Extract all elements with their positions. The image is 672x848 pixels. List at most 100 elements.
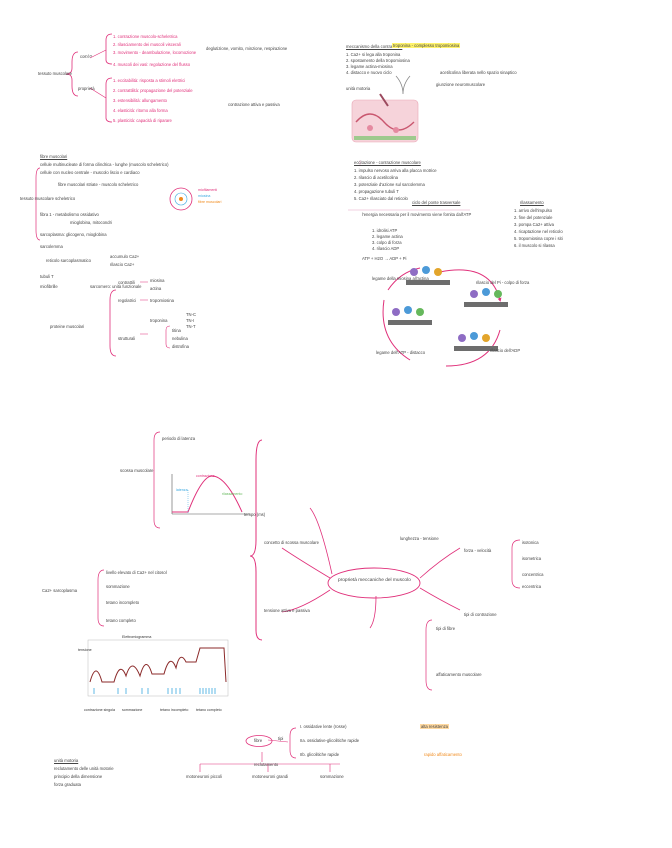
prop-item-3: 3. estensibilità: allungamento bbox=[113, 98, 168, 103]
what-item-3: 3. movimento - deambulazione, locomozion… bbox=[113, 50, 197, 55]
contraction-step-4: 4. distacco e nuovo ciclo bbox=[346, 70, 392, 75]
recruitment: reclutamento bbox=[254, 762, 279, 767]
what-item-2: 2. rilasciamento dei muscoli viscerali bbox=[113, 42, 181, 47]
prop-item-5: 5. plasticità: capacità di riparare bbox=[113, 118, 172, 123]
contraction-step-1: 1. Ca2+ si lega alla troponina bbox=[346, 52, 401, 57]
cycle-stage-4 bbox=[388, 306, 432, 325]
ec-step-4: 4. propagazione tubuli T bbox=[354, 189, 399, 194]
orange-note-1: alta resistenza bbox=[420, 724, 449, 729]
relax-item-4: 4. ricaptazione nel reticolo bbox=[514, 229, 563, 234]
side-note: acetilcolina liberata nello spazio sinap… bbox=[440, 70, 517, 75]
sarcoplasmic-reticulum: reticolo sarcoplasmatico bbox=[46, 258, 91, 263]
what-item-1: 1. contrazione muscolo-scheletrica bbox=[113, 34, 178, 39]
ca-note-3: tetano completo bbox=[106, 618, 136, 623]
legend-1: miofilamenti bbox=[198, 188, 218, 192]
neuron-icon bbox=[395, 75, 411, 95]
neuromuscular-junction-illustration bbox=[351, 93, 419, 143]
sr-note-1: accumulo Ca2+ bbox=[110, 254, 140, 259]
contractile: contrattili bbox=[118, 280, 135, 285]
prop-item-4: 4. elasticità: ritorno alla forma bbox=[113, 108, 168, 113]
contraction-step-2: 2. spostamento della tropomiosina bbox=[346, 58, 410, 63]
tropomyosin: tropomiosina bbox=[150, 298, 174, 303]
myosin: miosina bbox=[150, 278, 165, 283]
cycle-line-3: 2. legame actina bbox=[372, 234, 403, 239]
troponin-c: TN-C bbox=[186, 312, 197, 317]
what-aside: deglutizione, vomito, minzione, respiraz… bbox=[206, 46, 288, 51]
nebulin: nebulina bbox=[172, 336, 188, 341]
prop-item-2: 2. contrattilità: propagazione del poten… bbox=[113, 88, 193, 93]
dystrophin: distrofina bbox=[172, 344, 189, 349]
tipo-1: I. ossidative lente (rosse) bbox=[300, 724, 347, 729]
fiber-type-sub: mioglobina, mitocondri bbox=[70, 220, 112, 225]
ec-title: eccitazione - contrazione muscolare bbox=[354, 160, 421, 165]
cycle-line-1: l'energia necessaria per il movimento vi… bbox=[362, 212, 472, 217]
titin: titina bbox=[172, 328, 181, 333]
graph-label-contraction: contrazione bbox=[196, 474, 215, 478]
graph-time-axis: tempo (ms) bbox=[244, 512, 266, 517]
fatigue: affaticamento muscolare bbox=[436, 672, 482, 677]
tipo-2: IIa. ossidative-glicolitiche rapide bbox=[300, 738, 360, 743]
motor-unit-line-2: principio della dimensione bbox=[54, 774, 103, 779]
tipi-label: tipi bbox=[278, 736, 284, 741]
ec-step-2: 2. rilascio di acetilcolina bbox=[354, 175, 398, 180]
contraction-title: meccanismo della contrazione bbox=[346, 44, 403, 49]
legend-2: miosina bbox=[198, 194, 211, 198]
motor-unit: unità motoria bbox=[346, 86, 371, 91]
summation-label: sommazione bbox=[106, 584, 130, 589]
eccentric: eccentrica bbox=[522, 584, 542, 589]
relax-item-3: 3. pompa Ca2+ attiva bbox=[514, 222, 554, 227]
sr-note-2: rilascio Ca2+ bbox=[110, 262, 135, 267]
ec-step-5: 5. Ca2+ rilasciato dal reticolo bbox=[354, 196, 408, 201]
cycle-label-1: legame della miosina all'actina bbox=[372, 276, 429, 281]
cycle-label-3: rilascio dell'ADP bbox=[490, 348, 521, 353]
branch-what: cos'è? bbox=[80, 54, 92, 59]
ca-note-2: tetano incompleto bbox=[106, 600, 140, 605]
concentric: concentrica bbox=[522, 572, 544, 577]
contraction-highlight: troponina - complesso tropomiosina bbox=[392, 43, 461, 48]
motor-unit-line-3: forza graduata bbox=[54, 782, 82, 787]
center-node-oval bbox=[327, 567, 421, 599]
graph-label-latency: latenza bbox=[176, 488, 188, 492]
emg-label-4: tetano completo bbox=[196, 708, 222, 712]
fiber-cross-section-icon bbox=[169, 187, 193, 211]
emg-tension: tensione bbox=[78, 648, 92, 652]
center-node-label: proprietà meccaniche del muscolo bbox=[338, 578, 411, 583]
branch-properties: proprietà bbox=[78, 86, 95, 91]
graph-label-relaxation: rilassamento bbox=[222, 492, 243, 496]
relax-item-2: 2. fine del potenziale bbox=[514, 215, 553, 220]
cycle-title: ciclo del ponte trasversale bbox=[412, 200, 461, 205]
crossbridge-cycle-diagram bbox=[388, 266, 508, 351]
motor-unit-line-1: reclutamento delle unità motorie bbox=[54, 766, 114, 771]
myofibril-note: sarcomero: unità funzionale bbox=[90, 284, 142, 289]
emg-title: Elettromiogramma bbox=[122, 635, 152, 639]
twitch-graph bbox=[171, 474, 250, 515]
fibers-node: fibre bbox=[254, 738, 263, 743]
myofibrils: miofibrille bbox=[40, 284, 58, 289]
cycle-line-5: 4. rilascio ADP bbox=[372, 246, 400, 251]
sarcoplasm: sarcoplasma: glicogeno, mioglobina bbox=[40, 232, 107, 237]
cycle-stage-1 bbox=[406, 266, 450, 285]
striated-fibers: fibre muscolari striate - muscolo schele… bbox=[58, 182, 139, 187]
emg-label-2: sommazione bbox=[122, 708, 143, 712]
ec-step-3: 3. potenziale d'azione sul sarcolemma bbox=[354, 182, 425, 187]
ca-note-1: livello elevato di Ca2+ nel citosol bbox=[106, 570, 167, 575]
fibers-title: fibre muscolari bbox=[40, 154, 68, 159]
fiber-type: fibra 1 - metabolismo ossidativo bbox=[40, 212, 99, 217]
right-branch-2: forza - velocità bbox=[464, 548, 492, 553]
ec-step-1: 1. impulso nervoso arriva alla placca mo… bbox=[354, 168, 437, 173]
legend-3: fibre muscolari bbox=[198, 200, 222, 204]
center-left-1: concetto di scossa muscolare bbox=[264, 540, 319, 545]
orange-note-2: rapido affaticamento bbox=[424, 752, 462, 757]
relax-item-5: 5. tropomiosina copre i siti bbox=[514, 236, 563, 241]
troponin-t: TN-T bbox=[186, 324, 196, 329]
emg-label-3: tetano incompleto bbox=[160, 708, 189, 712]
tipo-3: IIb. glicolitiche rapide bbox=[300, 752, 340, 757]
recruit-3: sommazione bbox=[320, 774, 344, 779]
troponin-i: TN-I bbox=[186, 318, 195, 323]
regulatory: regolatrici bbox=[118, 298, 137, 303]
recruit-1: motoneuroni piccoli bbox=[186, 774, 223, 779]
muscle-proteins: proteine muscolari bbox=[50, 324, 85, 329]
ca-label: Ca2+ sarcoplasma bbox=[42, 588, 78, 593]
recruit-2: motoneuroni grandi bbox=[252, 774, 289, 779]
